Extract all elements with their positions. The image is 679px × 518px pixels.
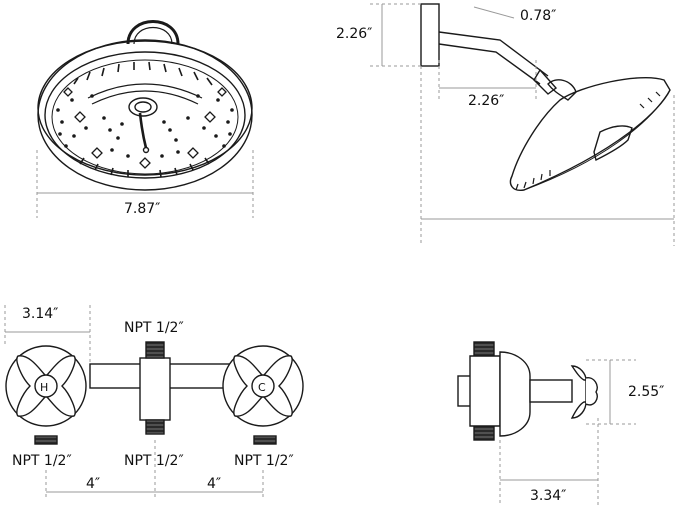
hot-inlet-thread <box>34 435 58 445</box>
bottom-center-connection-label: NPT 1/2″ <box>124 453 184 469</box>
hot-handle-label: H <box>40 381 49 394</box>
hot-handle <box>5 345 87 445</box>
showerhead-body <box>509 76 671 191</box>
diameter-label: 7.87″ <box>124 201 161 217</box>
bottom-left-connection-label: NPT 1/2″ <box>12 453 72 469</box>
valve-front-view <box>5 341 304 445</box>
wall-flange <box>420 3 440 67</box>
showerhead-face <box>44 51 246 179</box>
side-valve-cap <box>499 351 531 437</box>
bottom-right-connection-label: NPT 1/2″ <box>234 453 294 469</box>
spacing-left-label: 4″ <box>86 476 101 492</box>
top-connection-label: NPT 1/2″ <box>124 320 184 336</box>
valve-height-label: 2.55″ <box>628 384 665 400</box>
spray-selector-knob <box>128 97 158 117</box>
spacing-right-label: 4″ <box>207 476 222 492</box>
ball-joint <box>547 79 577 101</box>
valve-side-dimension-lines <box>499 359 636 506</box>
valve-body-center <box>139 357 171 421</box>
cold-handle-label: C <box>258 381 266 394</box>
shower-arm <box>438 31 549 77</box>
hanging-ring <box>126 20 180 45</box>
cold-handle <box>222 345 304 445</box>
arm-reach-label: 2.26″ <box>468 93 505 109</box>
side-view-dimension-lines <box>370 3 675 246</box>
showerhead-side-view <box>420 3 671 191</box>
flange-height-label: 2.26″ <box>336 26 373 42</box>
diameter-dimension-line <box>36 150 254 218</box>
valve-depth-label: 3.34″ <box>530 488 567 504</box>
top-outlet-thread <box>145 341 165 359</box>
showerhead-front-view <box>37 20 253 191</box>
arm-tip-label: 0.78″ <box>520 8 557 24</box>
cold-inlet-thread <box>253 435 277 445</box>
valve-front-dimension-lines <box>4 305 264 500</box>
valve-side-view <box>457 341 598 441</box>
handle-radius-label: 3.14″ <box>22 306 59 322</box>
bottom-center-outlet-thread <box>145 419 165 435</box>
side-bottom-thread <box>473 425 495 441</box>
side-top-thread <box>473 341 495 357</box>
